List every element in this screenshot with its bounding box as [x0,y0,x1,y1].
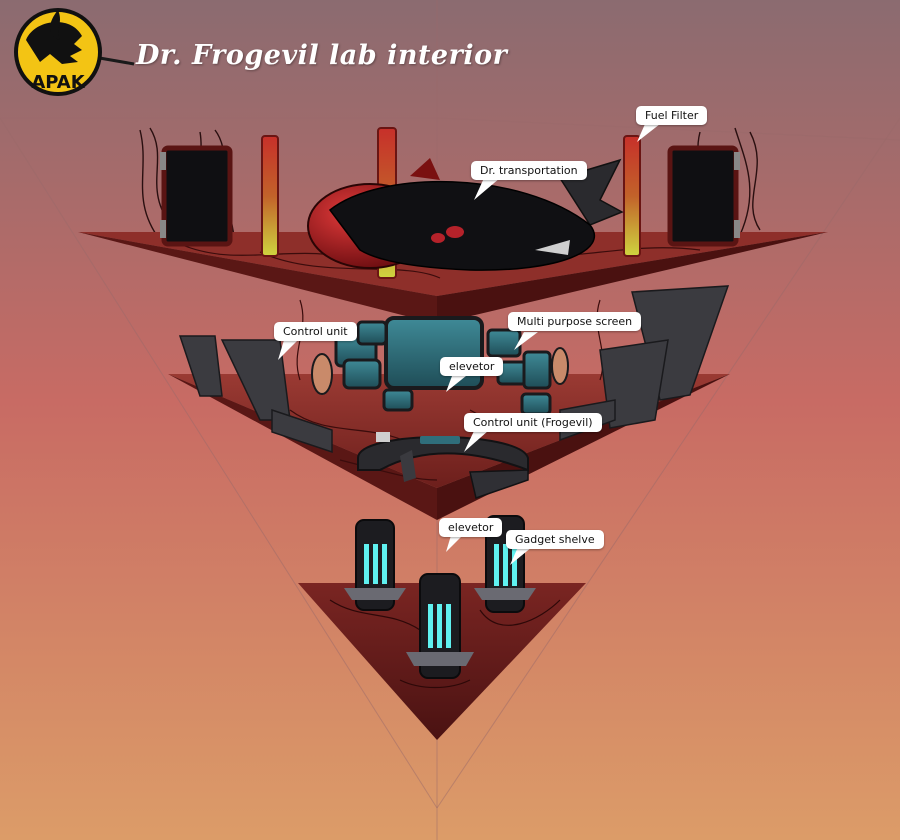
callout-multi-purpose-screen: Multi purpose screen [508,312,642,331]
middle-floor-surface [168,374,730,488]
callout-elevator-middle: elevetor [440,357,504,376]
tank-right [667,145,740,247]
callout-dr-transportation: Dr. transportation [471,161,587,180]
callout-control-unit: Control unit [274,322,357,341]
bottom-floor-cables [329,599,561,689]
callout-control-unit-text: Control unit [283,325,348,338]
elevator-pod-center [406,573,474,679]
callout-elevator-middle-text: elevetor [449,360,495,373]
callout-gadget-shelve-text: Gadget shelve [515,533,595,546]
callout-dr-transportation-text: Dr. transportation [480,164,578,177]
logo-text: APAK [31,72,85,93]
top-floor-edge-left [78,232,437,324]
callout-gadget-shelve: Gadget shelve [506,530,604,549]
callout-pointers [278,124,660,565]
fuel-tube-3 [623,135,641,257]
control-unit-panels-left [178,335,333,454]
callout-fuel-filter-text: Fuel Filter [645,109,699,122]
callout-fuel-filter: Fuel Filter [636,106,708,125]
frogevil-control-desk [357,432,529,499]
middle-floor-edge-left [168,374,437,520]
top-floor-edge-right [437,232,828,324]
callout-control-unit-frogevil-text: Control unit (Frogevil) [473,416,593,429]
tank-left [160,145,233,247]
fuel-tube-1 [261,135,279,257]
elevator-pod-left [344,519,406,611]
callout-elevator-bottom-text: elevetor [448,521,494,534]
callout-multi-purpose-screen-text: Multi purpose screen [517,315,633,328]
page-title: Dr. Frogevil lab interior [136,40,508,71]
apak-logo: APAK [14,8,135,96]
callout-elevator-bottom: elevetor [439,518,503,537]
callout-control-unit-frogevil: Control unit (Frogevil) [464,413,602,432]
bottom-floor [298,515,586,740]
middle-floor [168,285,730,520]
